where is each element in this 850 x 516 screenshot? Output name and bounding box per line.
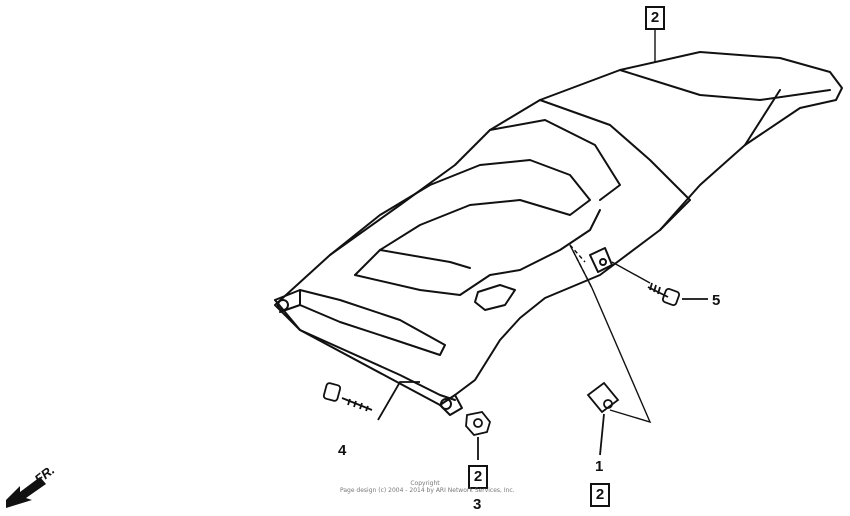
fender-inner-tunnel (329, 159, 591, 276)
copyright-line-2: Page design (c) 2004 - 2014 by ARI Netwo… (340, 487, 515, 494)
front-direction-arrow (6, 477, 46, 508)
rear-mount-hole-left (277, 299, 289, 311)
ref-box-bottom-right: 2 (590, 483, 610, 507)
fender-side-line-2 (744, 89, 781, 146)
mount-tab-right (439, 394, 463, 416)
copyright-line-1: Copyright (410, 480, 440, 487)
ref-box-bottom-center-label: 2 (473, 468, 483, 485)
side-mount-hole (599, 258, 607, 266)
bolt-part-5 (647, 282, 708, 307)
bolt-part-4 (322, 381, 420, 421)
nut-part-3 (465, 411, 491, 460)
rear-flap (299, 289, 446, 356)
ref-box-top: 2 (645, 6, 665, 30)
ref-box-bottom-center: 2 (468, 465, 488, 489)
side-mount-boss (589, 247, 613, 273)
fender-inner-edge (379, 249, 471, 269)
clip-part-1 (586, 381, 620, 456)
callout-5: 5 (712, 292, 721, 309)
callout-1: 1 (595, 458, 604, 475)
rear-fender-body (274, 51, 843, 406)
callout-3: 3 (473, 496, 482, 513)
rear-mount-hole-right (440, 398, 452, 410)
callout-4: 4 (338, 442, 347, 459)
leader-lines (569, 30, 656, 424)
ref-box-bottom-right-label: 2 (595, 486, 605, 503)
side-recess (474, 284, 516, 311)
fender-top-ridge-2 (489, 119, 621, 201)
mount-tab-left (274, 299, 456, 401)
fender-side-line (619, 69, 831, 101)
fender-top-ridge (539, 99, 691, 231)
fender-inner-floor (354, 209, 601, 296)
ref-box-top-label: 2 (650, 9, 660, 26)
copyright-notice: Copyright Page design (c) 2004 - 2014 by… (340, 480, 515, 494)
